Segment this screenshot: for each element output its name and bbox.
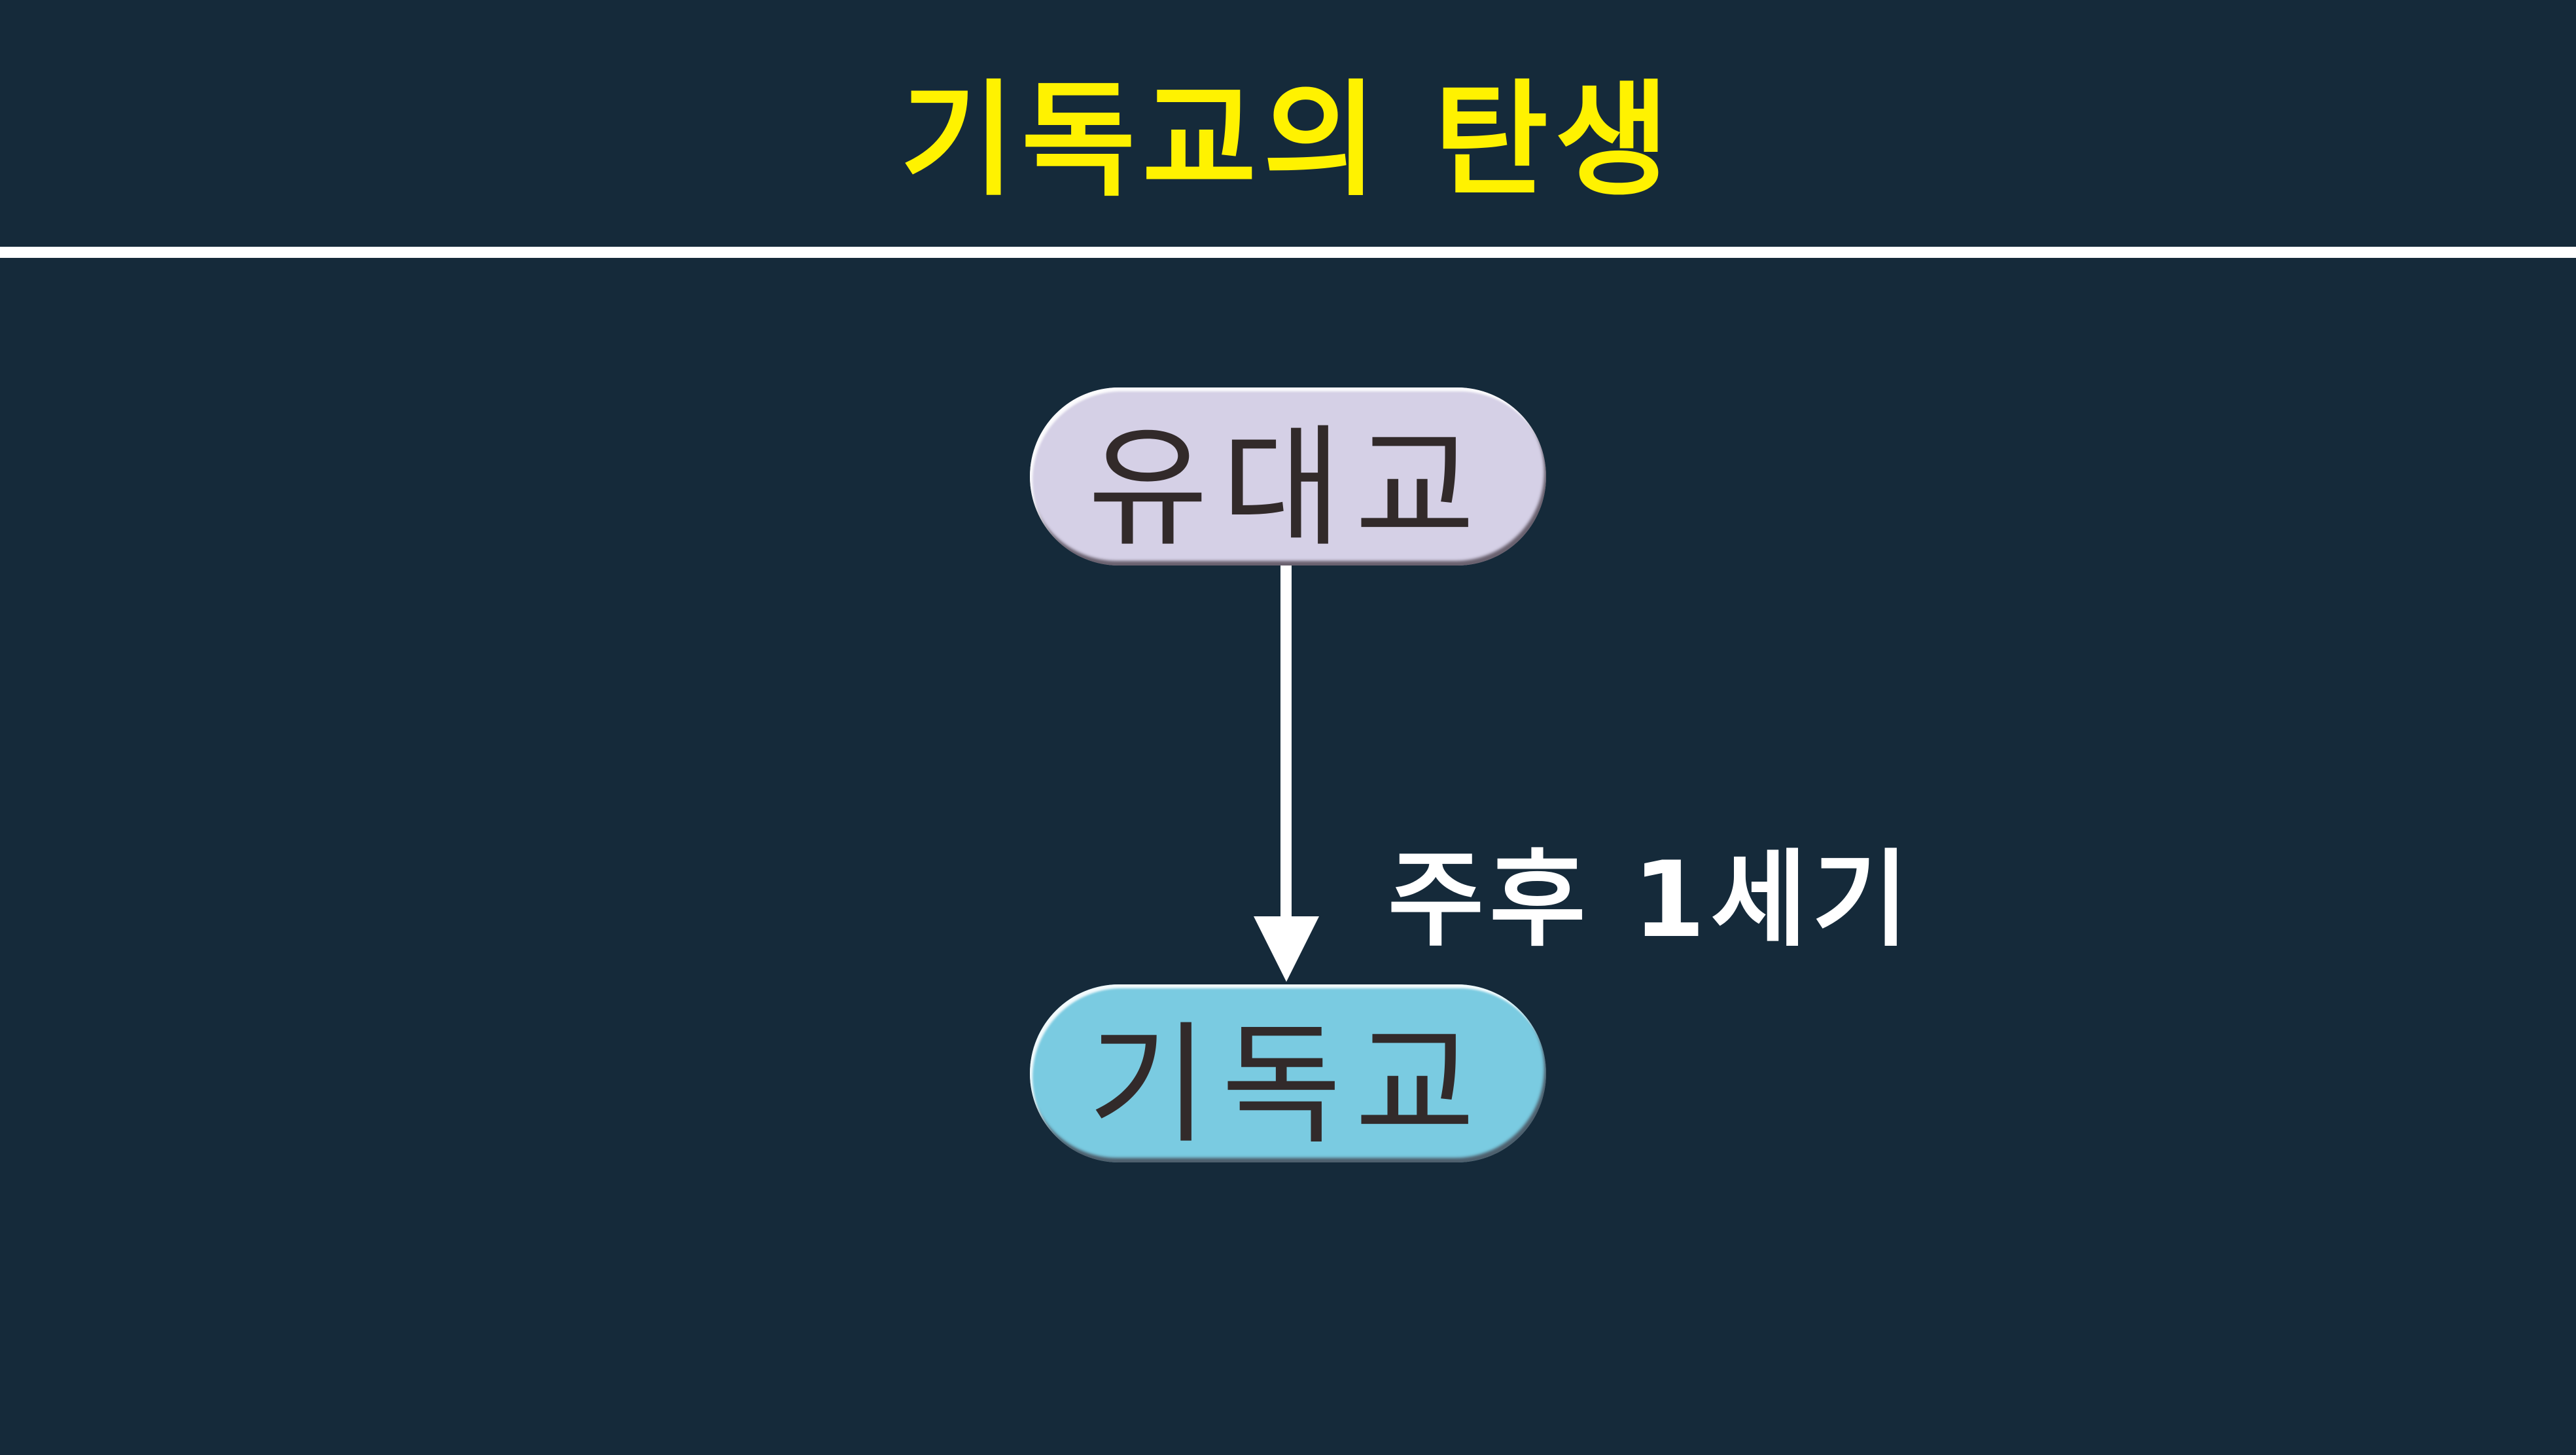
slide-title: 기독교의 탄생: [900, 68, 1676, 213]
node-judaism-label: 유대교: [1087, 412, 1489, 565]
title-divider: [0, 247, 2576, 258]
edge-label: 주후 1세기: [1388, 838, 1914, 961]
node-christianity: 기독교: [1030, 984, 1546, 1162]
arrow-shaft: [1280, 566, 1292, 919]
node-christianity-label: 기독교: [1087, 1009, 1489, 1162]
node-judaism: 유대교: [1030, 387, 1546, 566]
arrow-head-icon: [1254, 916, 1319, 982]
